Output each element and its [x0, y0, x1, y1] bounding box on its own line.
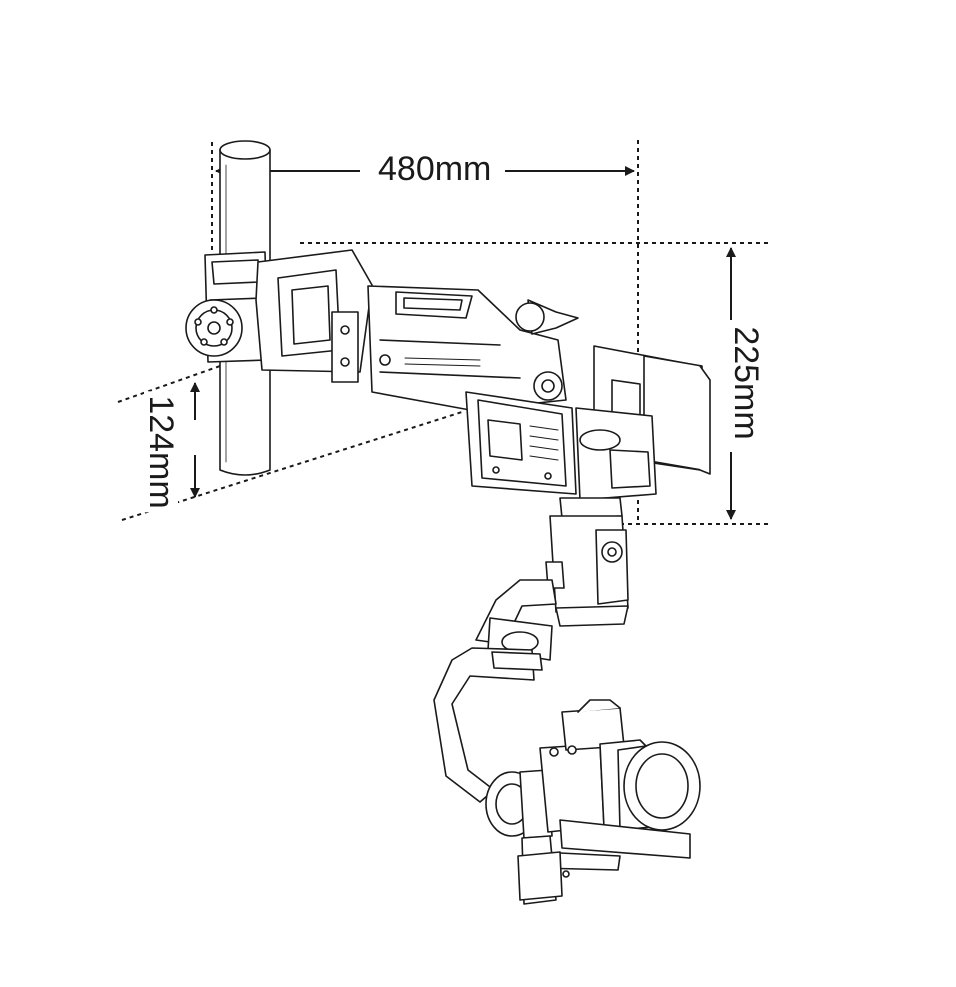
arm-release-cone [515, 299, 579, 335]
arm-segment-upper [255, 249, 373, 383]
battery-plate [465, 391, 577, 495]
head-mount [559, 407, 657, 519]
camera-lens [617, 741, 701, 831]
device-drawing [185, 140, 711, 905]
drop-extension-bottom [121, 411, 463, 521]
clamp-knob [185, 299, 243, 357]
tilt-motor [485, 769, 553, 839]
drop-dimension-label: 124mm [142, 391, 180, 513]
arm-segment-lower [367, 285, 567, 411]
battery-grip [517, 835, 570, 905]
width-dimension-label: 480mm [372, 152, 498, 186]
pan-motor-column [545, 515, 629, 627]
tilt-arm [433, 647, 543, 803]
height-dimension-label: 225mm [727, 320, 765, 446]
